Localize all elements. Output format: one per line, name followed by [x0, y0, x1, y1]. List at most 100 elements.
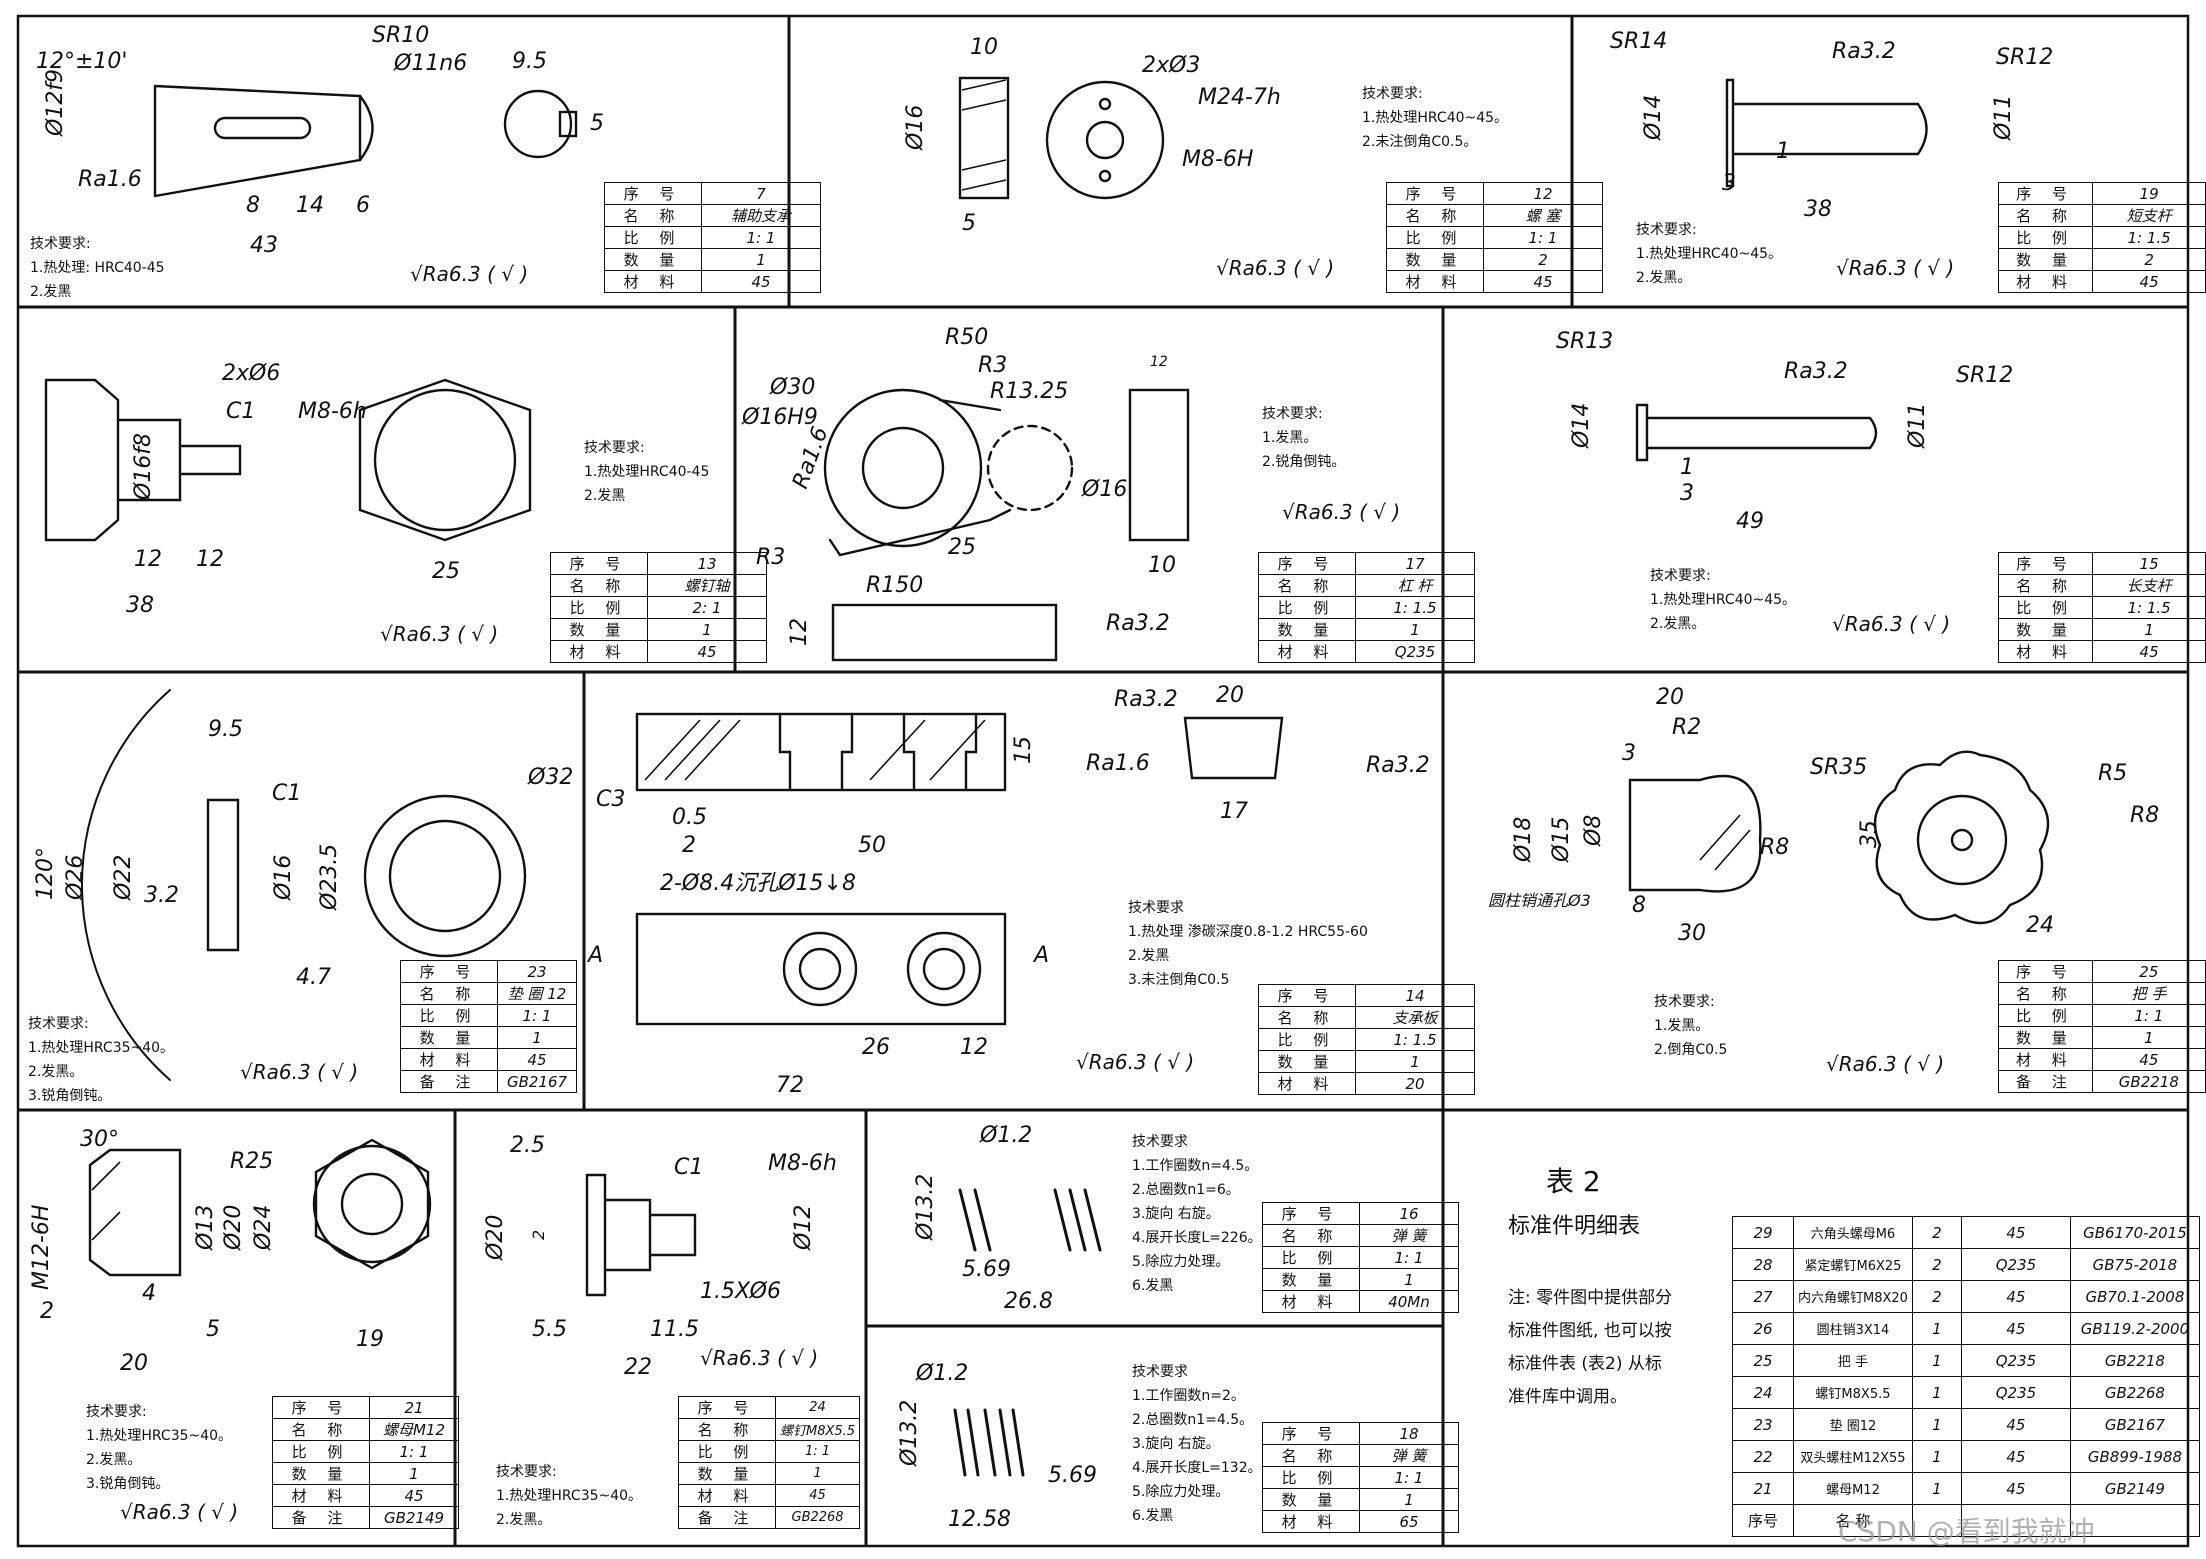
- finish-symbol: √: [240, 1060, 253, 1084]
- p12-row-key: 比 例: [1386, 226, 1484, 249]
- p19-row-value: 2: [2092, 248, 2206, 271]
- p14-dim-1: 20: [1216, 683, 1244, 708]
- p21-row-value: 1: 1: [369, 1440, 459, 1463]
- p17-row-key: 比 例: [1258, 596, 1356, 619]
- p21-row-key: 备 注: [272, 1506, 370, 1529]
- std-footer-cell: [1960, 1504, 2071, 1537]
- p25-row-key: 备 注: [1998, 1070, 2093, 1093]
- p7-dim-4: Ra1.6: [78, 167, 142, 192]
- p13-notes: 技术要求: 1.热处理HRC40-45 2.发黑: [584, 436, 709, 508]
- p17-dim-2: R13.25: [990, 379, 1068, 404]
- p21-note-3: 3.锐角倒钝。: [86, 1476, 170, 1492]
- p25-dim-10: 8: [1632, 893, 1646, 918]
- p23-dim-5: 3.2: [144, 883, 179, 908]
- std-cell: 1: [1911, 1408, 1962, 1441]
- p25-dim-11: 30: [1678, 921, 1706, 946]
- std-footer-cell: 名 称: [1793, 1504, 1913, 1537]
- p19-row-value: 1: 1.5: [2092, 226, 2206, 249]
- std-footer-cell: [1911, 1504, 1962, 1537]
- p14-row-key: 比 例: [1258, 1028, 1356, 1051]
- p16-note-6: 6.发黑: [1132, 1278, 1174, 1294]
- p13-row-value: 2: 1: [647, 596, 767, 619]
- p14-note-2: 2.发黑: [1128, 948, 1170, 964]
- p13-dim-5: 12: [196, 547, 224, 572]
- watermark: CSDN @看到我就冲: [1838, 1515, 2095, 1548]
- p23-row-value: GB2167: [497, 1070, 577, 1093]
- p19-finish: √Ra6.3 ( √ ): [1836, 256, 1954, 280]
- p21-row-value: 螺母M12: [369, 1418, 459, 1441]
- finish-value: Ra6.3: [422, 262, 481, 286]
- p18-dim-0: Ø1.2: [915, 1361, 968, 1386]
- p19-note-2: 2.发黑。: [1636, 270, 1692, 286]
- p17-dim-10: 12: [787, 618, 812, 646]
- p24-note-1: 1.热处理HRC35~40。: [496, 1488, 643, 1504]
- p14-row-value: 1: [1355, 1050, 1475, 1073]
- p15-row-value: 15: [2092, 552, 2206, 575]
- p15-dim-1: Ra3.2: [1784, 359, 1848, 384]
- p12-row-key: 名 称: [1386, 204, 1484, 227]
- std-note-line: 准件库中调用。: [1508, 1387, 1627, 1407]
- p7-dim-1: SR10: [372, 23, 429, 48]
- p21-dim-4: Ø20: [221, 1205, 246, 1251]
- p24-dim-1: C1: [674, 1155, 703, 1180]
- p17-row-key: 名 称: [1258, 574, 1356, 597]
- p23-row-value: 垫 圈 12: [497, 982, 577, 1005]
- p14-hole-a-inner: [798, 947, 842, 991]
- p16-note-1: 1.工作圈数n=4.5。: [1132, 1158, 1259, 1174]
- p13-dim-7: 25: [432, 559, 460, 584]
- p12-row-value: 12: [1483, 182, 1603, 205]
- p12-row-value: 螺 塞: [1483, 204, 1603, 227]
- p13-row-value: 螺钉轴: [647, 574, 767, 597]
- finish-check: ( √ ): [1903, 1052, 1945, 1076]
- p13-hex-side: [44, 378, 120, 542]
- p16-row-value: 1: 1: [1359, 1246, 1459, 1269]
- std-cell: 25: [1732, 1344, 1794, 1377]
- p25-dim-8: 35: [1857, 820, 1882, 848]
- p13-dim-4: 12: [134, 547, 162, 572]
- p16-row-value: 弹 簧: [1359, 1224, 1459, 1247]
- std-cell: 45: [1960, 1312, 2071, 1345]
- p12-note-2: 2.未注倒角C0.5。: [1362, 134, 1478, 150]
- p23-row-key: 序 号: [400, 960, 498, 983]
- p21-row-key: 材 料: [272, 1484, 370, 1507]
- p21-note-0: 技术要求:: [86, 1404, 147, 1420]
- p17-row-key: 序 号: [1258, 552, 1356, 575]
- std-cell: GB119.2-2000: [2069, 1312, 2200, 1345]
- p16-note-3: 3.旋向 右旋。: [1132, 1206, 1220, 1222]
- finish-value: Ra6.3: [1088, 1050, 1147, 1074]
- p24-dim-6: 1.5XØ6: [700, 1279, 781, 1304]
- p17-row-value: 1: 1.5: [1355, 596, 1475, 619]
- p17-dim-13: 10: [1148, 553, 1176, 578]
- p24-row-value: 45: [774, 1484, 861, 1507]
- std-cell: 45: [1960, 1440, 2071, 1473]
- p19-dim-6: 3: [1722, 171, 1736, 196]
- p17-notes: 技术要求: 1.发黑。 2.锐角倒钝。: [1262, 402, 1345, 474]
- p12-notes: 技术要求: 1.热处理HRC40~45。 2.未注倒角C0.5。: [1362, 82, 1508, 154]
- p16-row-key: 比 例: [1262, 1246, 1360, 1269]
- p21-row-key: 名 称: [272, 1418, 370, 1441]
- p14-hole-b-outer: [906, 931, 982, 1007]
- p25-notes: 技术要求: 1.发黑。 2.倒角C0.5: [1654, 990, 1727, 1062]
- p19-row-value: 19: [2092, 182, 2206, 205]
- finish-symbol: √: [1836, 256, 1849, 280]
- std-cell: 螺钉M8X5.5: [1793, 1376, 1913, 1409]
- std-cell: Q235: [1960, 1376, 2071, 1409]
- p14-top-view: [635, 912, 1007, 1026]
- p23-note-1: 1.热处理HRC35~40。: [28, 1040, 175, 1056]
- std-cell: 内六角螺钉M8X20: [1793, 1280, 1913, 1313]
- p14-dim-5: C3: [596, 787, 625, 812]
- std-cell: 24: [1732, 1376, 1794, 1409]
- std-cell: 2: [1911, 1248, 1962, 1281]
- p25-dim-7: R8: [1760, 835, 1789, 860]
- std-cell: GB2167: [2069, 1408, 2200, 1441]
- p17-dim-1: R3: [978, 353, 1007, 378]
- p13-row-value: 13: [647, 552, 767, 575]
- p23-row-value: 45: [497, 1048, 577, 1071]
- p21-row-value: 1: [369, 1462, 459, 1485]
- p7-row-key: 名 称: [604, 204, 702, 227]
